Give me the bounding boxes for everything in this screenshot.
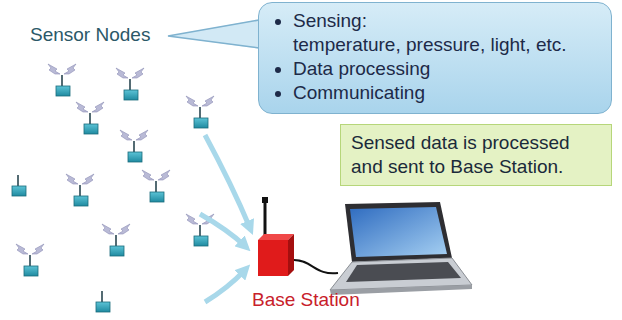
signal-icon — [16, 244, 28, 254]
sensor-box — [194, 236, 208, 246]
signal-icon — [186, 214, 198, 224]
flow-arrow — [205, 270, 245, 302]
sensor-node — [120, 130, 148, 162]
flow-arrow — [200, 214, 245, 246]
sensor-box — [12, 186, 26, 196]
sensor-node — [142, 170, 170, 202]
sensor-antenna — [29, 255, 31, 266]
note-box: Sensed data is processed and sent to Bas… — [340, 124, 612, 186]
sensor-antenna — [101, 291, 103, 302]
sensor-box — [194, 118, 208, 128]
callout-tail — [168, 19, 262, 49]
sensor-antenna — [115, 235, 117, 246]
node-text: Base Station — [252, 288, 370, 312]
signal-icon — [116, 68, 128, 78]
node-text: Sensed data is processed and sent to Bas… — [351, 131, 601, 179]
sensor-antenna — [17, 175, 19, 186]
sensor-field — [12, 64, 214, 312]
signal-icon — [202, 96, 214, 106]
signal-icon — [66, 174, 78, 184]
signal-icon — [120, 130, 132, 140]
signal-icon — [48, 64, 60, 74]
node-text: Data processing — [293, 57, 601, 81]
laptop-keyboard — [346, 262, 461, 282]
signal-icon — [132, 68, 144, 78]
sensor-node — [102, 224, 130, 256]
flow-arrow — [205, 135, 250, 228]
sensor-node — [48, 64, 76, 96]
sensor-antenna — [133, 141, 135, 152]
signal-icon — [136, 130, 148, 140]
laptop-base — [330, 258, 472, 290]
sensor-antenna — [79, 185, 81, 196]
sensor-box — [84, 124, 98, 134]
sensor-antenna — [155, 181, 157, 192]
signal-icon — [142, 170, 154, 180]
callout-bubble: Sensing: temperature, pressure, light, e… — [258, 2, 612, 114]
base-station: Base Station — [252, 288, 370, 312]
sensor-box — [150, 192, 164, 202]
sensor-node — [66, 174, 94, 206]
sensor-box — [128, 152, 142, 162]
sensor-box — [24, 266, 38, 276]
signal-icon — [92, 102, 104, 112]
antenna — [264, 200, 267, 236]
sensor-node — [12, 175, 26, 196]
sensor-node — [76, 102, 104, 134]
cable — [294, 260, 338, 273]
sensor-antenna — [61, 75, 63, 86]
sensor-antenna — [199, 107, 201, 118]
laptop-screen — [345, 202, 452, 262]
base-station-box — [258, 240, 288, 276]
sensor-box — [124, 90, 138, 100]
node-text: Communicating — [293, 81, 601, 105]
laptop-screen — [350, 207, 447, 257]
signal-icon — [64, 64, 76, 74]
group-label: Sensor Nodes — [30, 24, 150, 46]
signal-icon — [102, 224, 114, 234]
sensor-box — [110, 246, 124, 256]
signal-icon — [158, 170, 170, 180]
sensor-box — [74, 196, 88, 206]
base-station-box — [258, 234, 294, 240]
sensor-antenna — [199, 225, 201, 236]
sensor-node — [96, 291, 110, 312]
signal-icon — [32, 244, 44, 254]
sensor-node — [116, 68, 144, 100]
sensor-box — [56, 86, 70, 96]
signal-icon — [118, 224, 130, 234]
signal-icon — [82, 174, 94, 184]
signal-icon — [186, 96, 198, 106]
antenna-tip — [262, 197, 268, 203]
sensor-box — [96, 302, 110, 312]
sensor-node — [186, 96, 214, 128]
sensor-node — [16, 244, 44, 276]
sensor-antenna — [129, 79, 131, 90]
base-station-box — [288, 234, 294, 276]
signal-icon — [76, 102, 88, 112]
callout-tail — [168, 20, 259, 48]
sensor-antenna — [89, 113, 91, 124]
node-text: Sensing: temperature, pressure, light, e… — [293, 9, 601, 57]
